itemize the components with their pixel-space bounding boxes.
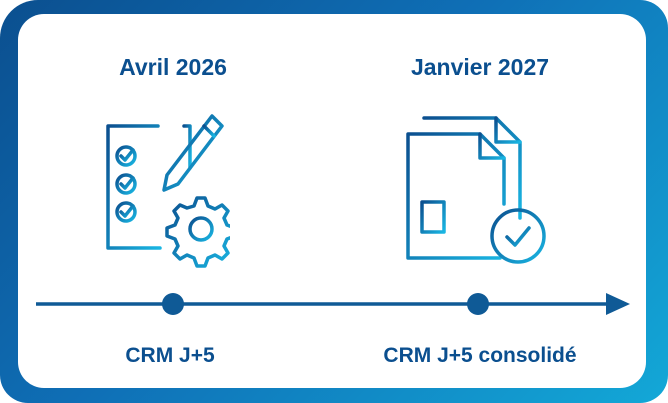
document-check-icon (406, 116, 546, 264)
milestone-2-label: CRM J+5 consolidé (383, 344, 577, 367)
milestone-1-date: Avril 2026 (119, 54, 227, 80)
milestone-1-dot (162, 293, 184, 315)
timeline-arrowhead (606, 293, 630, 315)
checklist-gear-icon (106, 114, 230, 268)
card-body (18, 14, 646, 388)
milestone-2-date: Janvier 2027 (410, 54, 550, 80)
milestone-2-dot (467, 293, 489, 315)
milestone-1-label: CRM J+5 (125, 344, 215, 367)
